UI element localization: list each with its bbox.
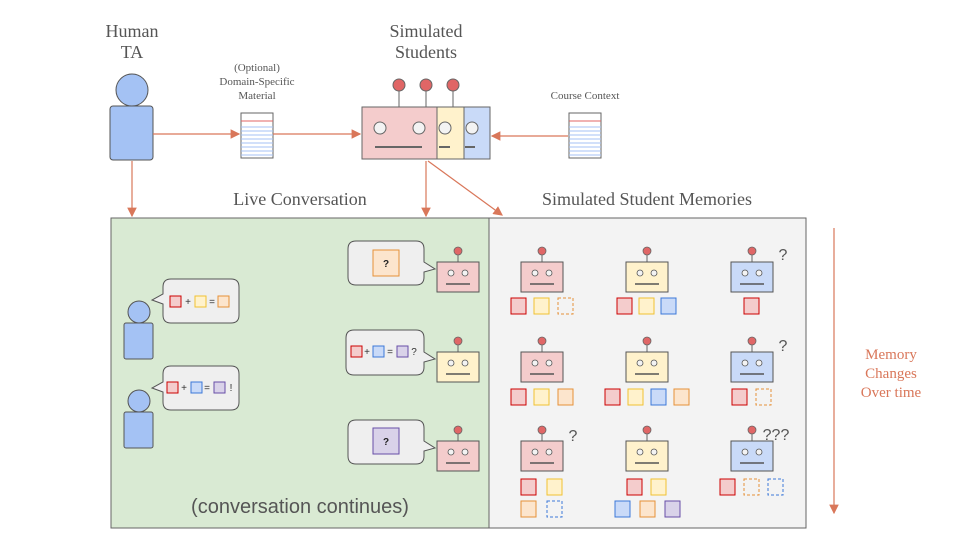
ta-figure-2 bbox=[123, 389, 154, 449]
memory-robot-yellow-icon bbox=[625, 246, 669, 293]
memory-robot-red-icon bbox=[520, 425, 564, 472]
memory-grid: ? ? bbox=[510, 246, 790, 518]
memory-robot-yellow-icon bbox=[625, 425, 669, 472]
simulated-students-robot-group bbox=[361, 78, 491, 160]
memory-changes-line2: Changes bbox=[865, 366, 917, 382]
human-ta-label-line1: Human bbox=[106, 21, 159, 41]
live-conversation-title: Live Conversation bbox=[233, 189, 366, 209]
equals-symbol: = bbox=[204, 383, 210, 394]
human-ta-label-line2: TA bbox=[121, 42, 144, 62]
question-symbol: ? bbox=[411, 347, 417, 358]
memory-robot-red-icon bbox=[520, 336, 564, 383]
question-symbol: ? bbox=[383, 259, 389, 270]
human-ta-figure bbox=[109, 73, 154, 161]
confusion-mark: ? bbox=[779, 247, 788, 264]
optional-label-line1: (Optional) bbox=[234, 62, 280, 74]
students-label-line2: Students bbox=[395, 42, 457, 62]
student-speech-bubble-3: ? bbox=[347, 419, 437, 465]
confusion-mark: ? bbox=[569, 428, 578, 445]
flow-arrows bbox=[127, 129, 568, 218]
plus-symbol: + bbox=[181, 383, 187, 394]
course-context-label: Course Context bbox=[551, 90, 620, 102]
ta-figure-1 bbox=[123, 300, 154, 360]
confusion-mark: ? bbox=[779, 338, 788, 355]
ta-speech-bubble-1: + = bbox=[150, 278, 240, 324]
student-speech-bubble-1: ? bbox=[347, 240, 437, 286]
equals-symbol: = bbox=[387, 347, 393, 358]
optional-label-line3: Material bbox=[238, 90, 275, 102]
memory-changes-line3: Over time bbox=[861, 385, 922, 401]
conversation-continues-label: (conversation continues) bbox=[191, 496, 409, 518]
memory-robot-blue-icon bbox=[730, 246, 774, 293]
ta-speech-bubble-2: + = ! bbox=[150, 365, 240, 411]
course-context-document-icon bbox=[568, 112, 602, 159]
memory-robot-blue-icon bbox=[730, 336, 774, 383]
domain-material-document-icon bbox=[240, 112, 274, 159]
confusion-mark: ??? bbox=[763, 427, 790, 444]
simulated-memories-title: Simulated Student Memories bbox=[542, 189, 752, 209]
memory-robot-blue-icon bbox=[730, 425, 774, 472]
exclamation-symbol: ! bbox=[230, 383, 233, 394]
robot-yellow-conversation-icon bbox=[436, 336, 480, 383]
memory-robot-red-icon bbox=[520, 246, 564, 293]
question-symbol: ? bbox=[383, 437, 389, 448]
robot-red-conversation-icon bbox=[436, 246, 480, 293]
equals-symbol: = bbox=[209, 297, 215, 308]
plus-symbol: + bbox=[185, 297, 191, 308]
student-speech-bubble-2: + = ? bbox=[345, 329, 437, 376]
plus-symbol: + bbox=[364, 347, 370, 358]
students-label-line1: Simulated bbox=[390, 21, 463, 41]
optional-label-line2: Domain-Specific bbox=[219, 76, 294, 88]
robot-red-conversation-icon bbox=[436, 425, 480, 472]
memory-changes-line1: Memory bbox=[865, 347, 917, 363]
memory-robot-yellow-icon bbox=[625, 336, 669, 383]
